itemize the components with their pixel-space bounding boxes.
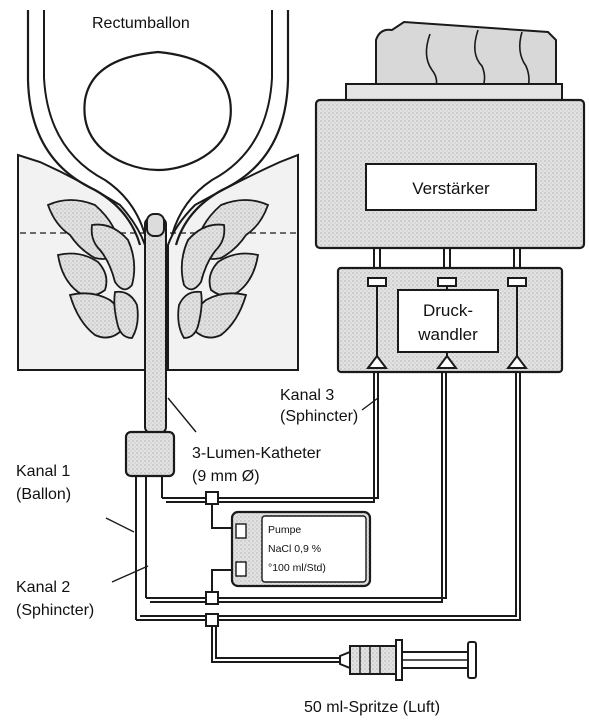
catheter-tube	[145, 218, 166, 433]
rectum-balloon	[84, 52, 230, 170]
label-verstaerker: Verstärker	[412, 179, 490, 198]
label-pumpe-2: NaCl 0,9 %	[268, 543, 321, 555]
label-kanal1-2: (Ballon)	[16, 486, 71, 503]
label-druckwandler-2: wandler	[417, 325, 478, 344]
amplifier-unit	[316, 100, 584, 248]
syringe	[340, 640, 476, 680]
label-kanal2-2: (Sphincter)	[16, 602, 94, 619]
label-druckwandler-1: Druck-	[423, 301, 473, 320]
label-kanal2-1: Kanal 2	[16, 579, 70, 596]
transducer-unit	[338, 268, 562, 372]
label-kanal3-2: (Sphincter)	[280, 408, 358, 425]
label-katheter-2: (9 mm Ø)	[192, 468, 260, 485]
junction-mid	[206, 592, 218, 604]
label-kanal1-1: Kanal 1	[16, 463, 70, 480]
label-katheter-1: 3-Lumen-Katheter	[192, 445, 322, 462]
recorder-paper	[346, 22, 562, 102]
label-pumpe-3: °100 ml/Std)	[268, 562, 326, 574]
label-kanal3-1: Kanal 3	[280, 387, 334, 404]
junction-low	[206, 614, 218, 626]
label-spritze: 50 ml-Spritze (Luft)	[304, 699, 440, 716]
catheter-tip	[147, 214, 164, 236]
catheter-connector	[126, 432, 174, 476]
junction-top	[206, 492, 218, 504]
label-rectumballon: Rectumballon	[92, 15, 190, 32]
label-pumpe-1: Pumpe	[268, 524, 301, 536]
